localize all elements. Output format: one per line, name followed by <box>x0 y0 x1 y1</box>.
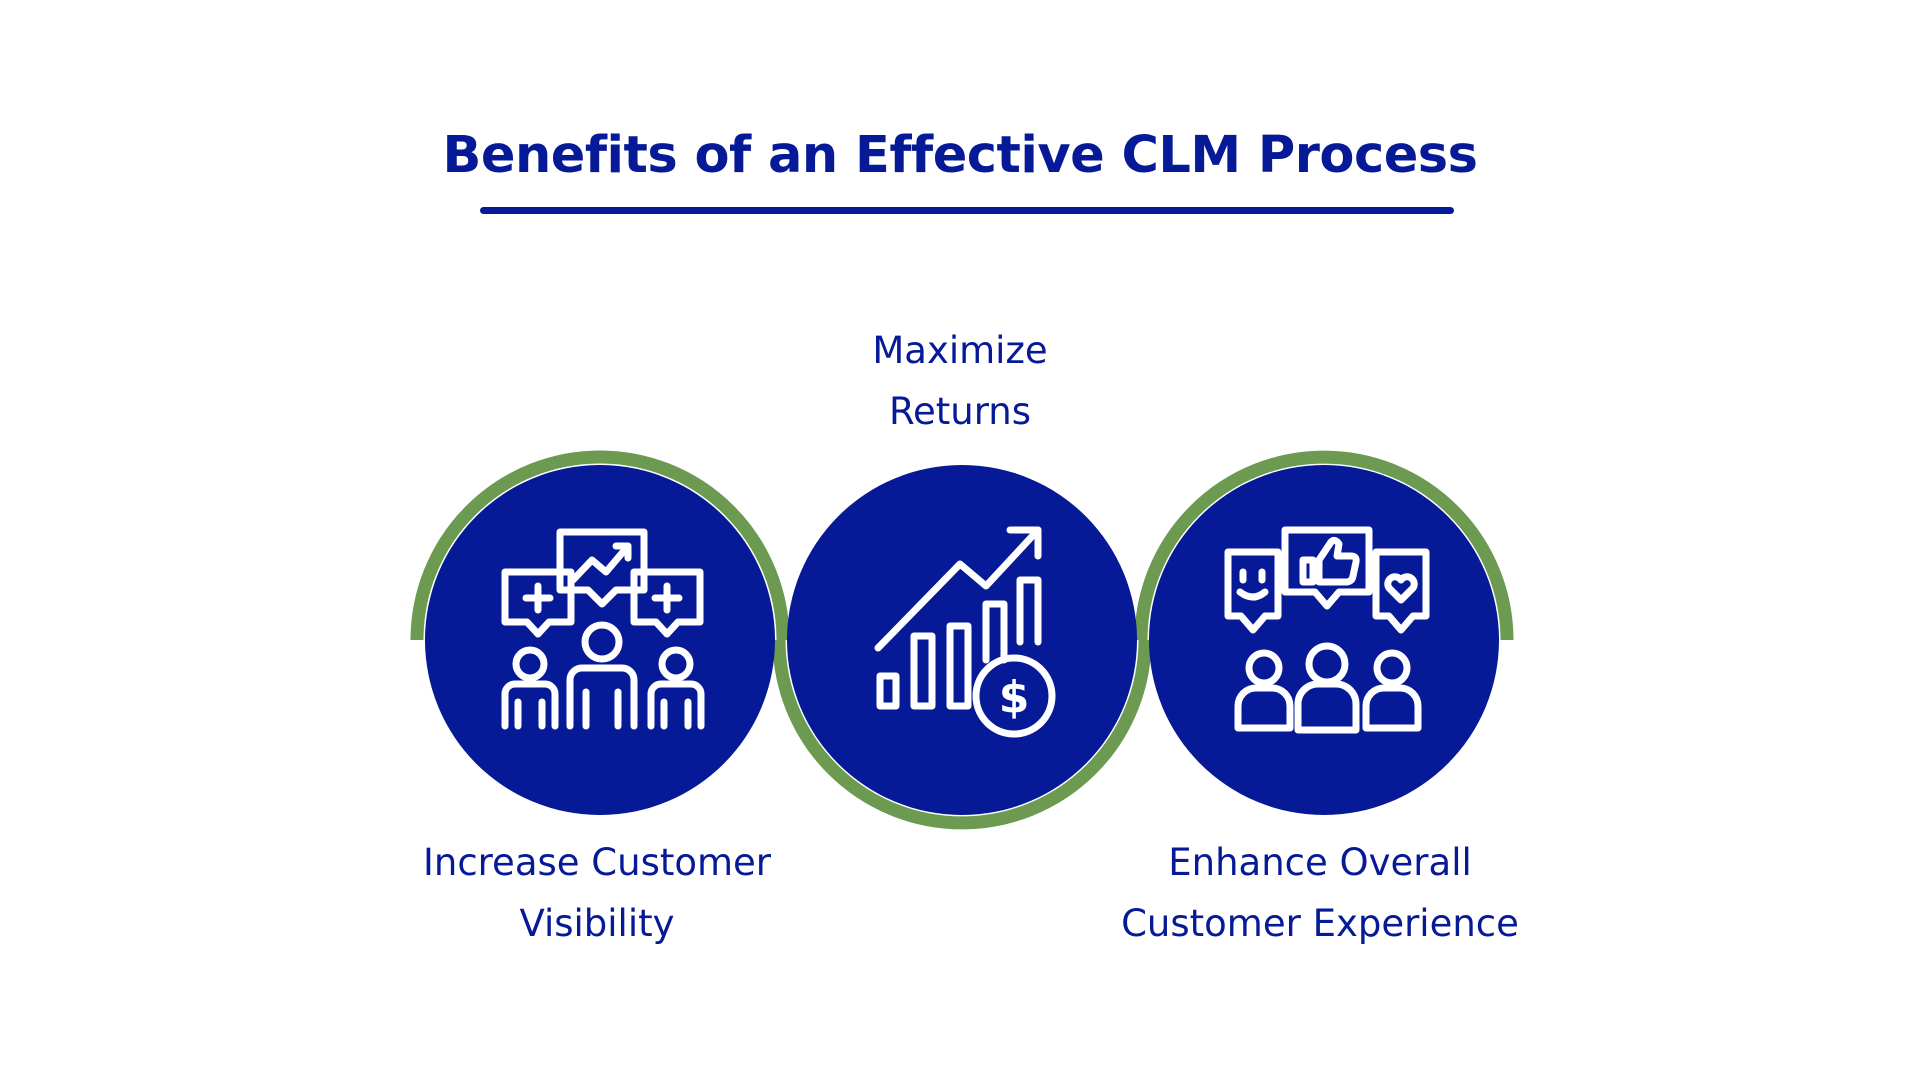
benefit-circle-center <box>787 465 1137 815</box>
accent-arc-left <box>410 450 790 641</box>
benefit-label-line: Increase Customer <box>422 841 772 884</box>
team-growth-icon <box>501 528 705 730</box>
title-underline <box>480 207 1454 214</box>
benefit-label-line: Visibility <box>519 902 675 945</box>
benefit-label-line: Returns <box>888 390 1032 433</box>
page-title: Benefits of an Effective CLM Process <box>442 126 1479 185</box>
benefit-label-increase-visibility: Increase Customer Visibility <box>360 832 834 954</box>
benefit-label-enhance-experience: Enhance Overall Customer Experience <box>1070 832 1570 954</box>
accent-arc-right <box>1134 450 1514 641</box>
benefit-label-maximize-returns: Maximize Returns <box>720 320 1200 442</box>
benefit-circle-right <box>1149 465 1499 815</box>
benefit-label-line: Maximize <box>872 329 1048 372</box>
customer-feedback-icon <box>1224 526 1430 734</box>
benefit-label-line: Customer Experience <box>1121 902 1519 945</box>
benefit-circle-left <box>425 465 775 815</box>
accent-arc-center <box>772 639 1152 830</box>
svg-text:$: $ <box>999 672 1030 723</box>
revenue-growth-icon: $ <box>874 526 1056 738</box>
benefit-label-line: Enhance Overall <box>1168 841 1472 884</box>
